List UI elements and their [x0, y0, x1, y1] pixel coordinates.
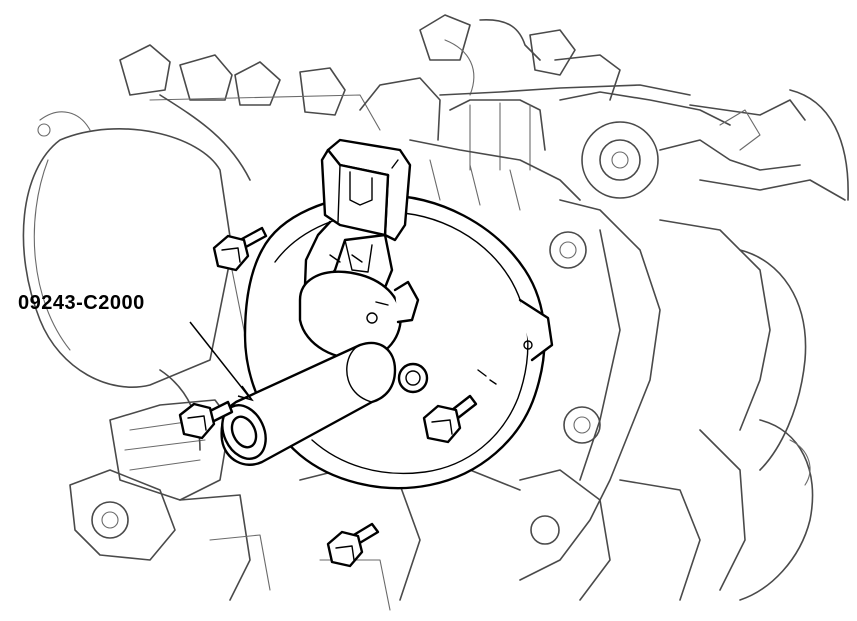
special-service-tool [220, 341, 397, 466]
connector-sensor [298, 138, 420, 360]
bolt-middle-right [422, 394, 478, 444]
bolt-lower [326, 522, 380, 568]
bolt-middle-left [178, 400, 234, 440]
leader-line [189, 321, 251, 399]
part-number-label: 09243-C2000 [18, 292, 145, 314]
leader-arrow [237, 385, 254, 402]
bolt-upper-left [212, 226, 268, 272]
